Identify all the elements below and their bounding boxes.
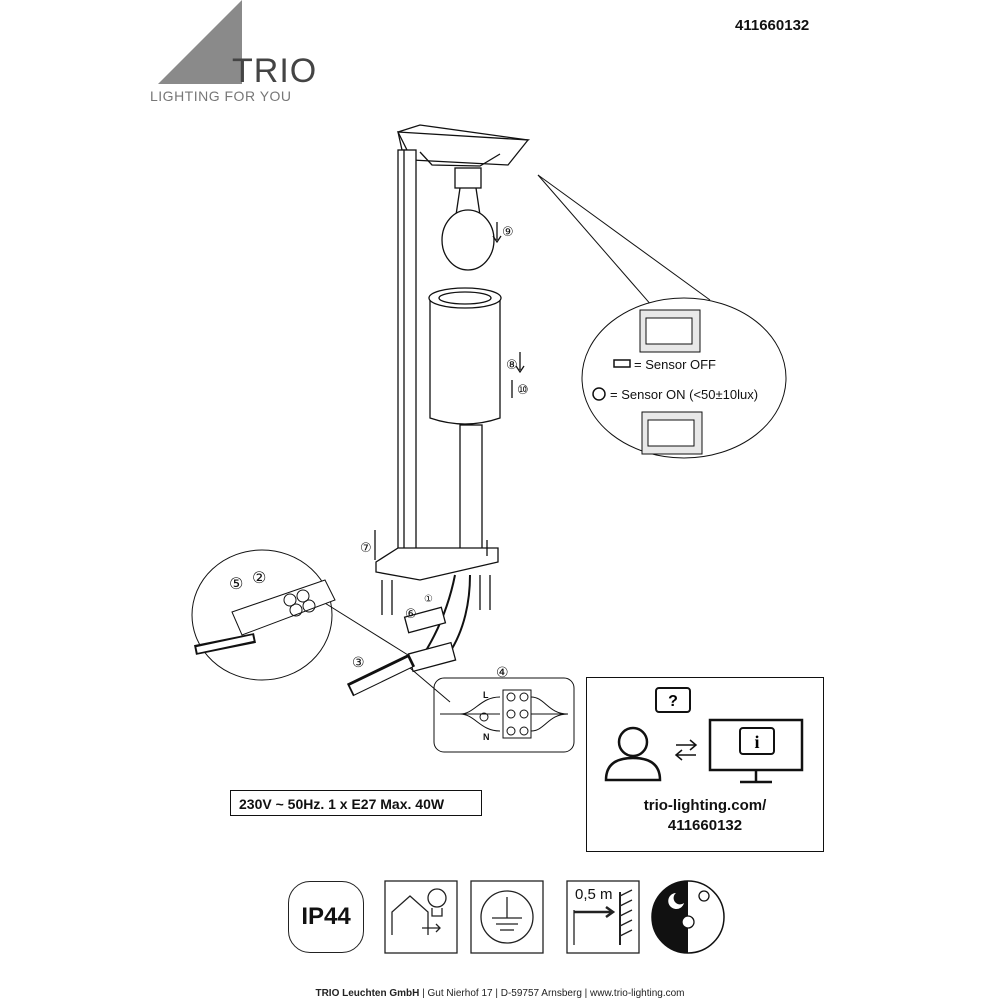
step-8-marker: ⑧ [506,357,518,372]
step-1-marker: ① [424,594,433,605]
support-url-line-2[interactable]: 411660132 [667,817,743,834]
step-9-marker: ⑨ [502,224,514,239]
svg-text:i: i [754,732,759,752]
protection-class-icon [471,881,543,953]
support-url[interactable]: trio-lighting.com/ 411660132 [587,796,823,836]
svg-text:?: ? [668,693,678,710]
distance-label: 0,5 m [575,886,613,903]
support-url-line-1[interactable]: trio-lighting.com/ [643,797,767,814]
indoor-bulb-icon [385,881,457,953]
step-2-marker: ② [252,570,267,587]
neutral-wire-label: N [483,732,490,742]
footer: TRIO Leuchten GmbH | Gut Nierhof 17 | D-… [0,988,1000,999]
footer-address: | Gut Nierhof 17 | D-59757 Arnsberg | ww… [422,988,685,999]
support-info-box: trio-lighting.com/ 411660132 [586,677,824,852]
step-4-marker: ④ [496,664,509,680]
document-number: 411660132 [735,17,810,34]
sensor-off-label: = Sensor OFF [634,357,716,372]
footer-company: TRIO Leuchten GmbH [315,988,420,999]
step-10-marker: ⑩ [517,382,529,397]
step-7-marker: ⑦ [360,540,372,555]
brand-name: TRIO [232,52,318,90]
brand-logo-triangle [158,0,242,84]
day-night-sensor-icon [652,881,724,953]
sensor-on-label: = Sensor ON (<50±10lux) [610,387,759,402]
step-3-marker: ③ [352,654,365,670]
live-wire-label: L [483,690,489,700]
step-5-marker: ⑤ [229,576,244,593]
ip-rating-badge: IP44 [288,881,364,953]
electrical-rating: 230V ~ 50Hz. 1 x E27 Max. 40W [230,790,482,816]
brand-tagline: LIGHTING FOR YOU [150,88,292,104]
minimum-distance-icon [567,881,639,953]
step-6-marker: ⑥ [405,606,417,621]
